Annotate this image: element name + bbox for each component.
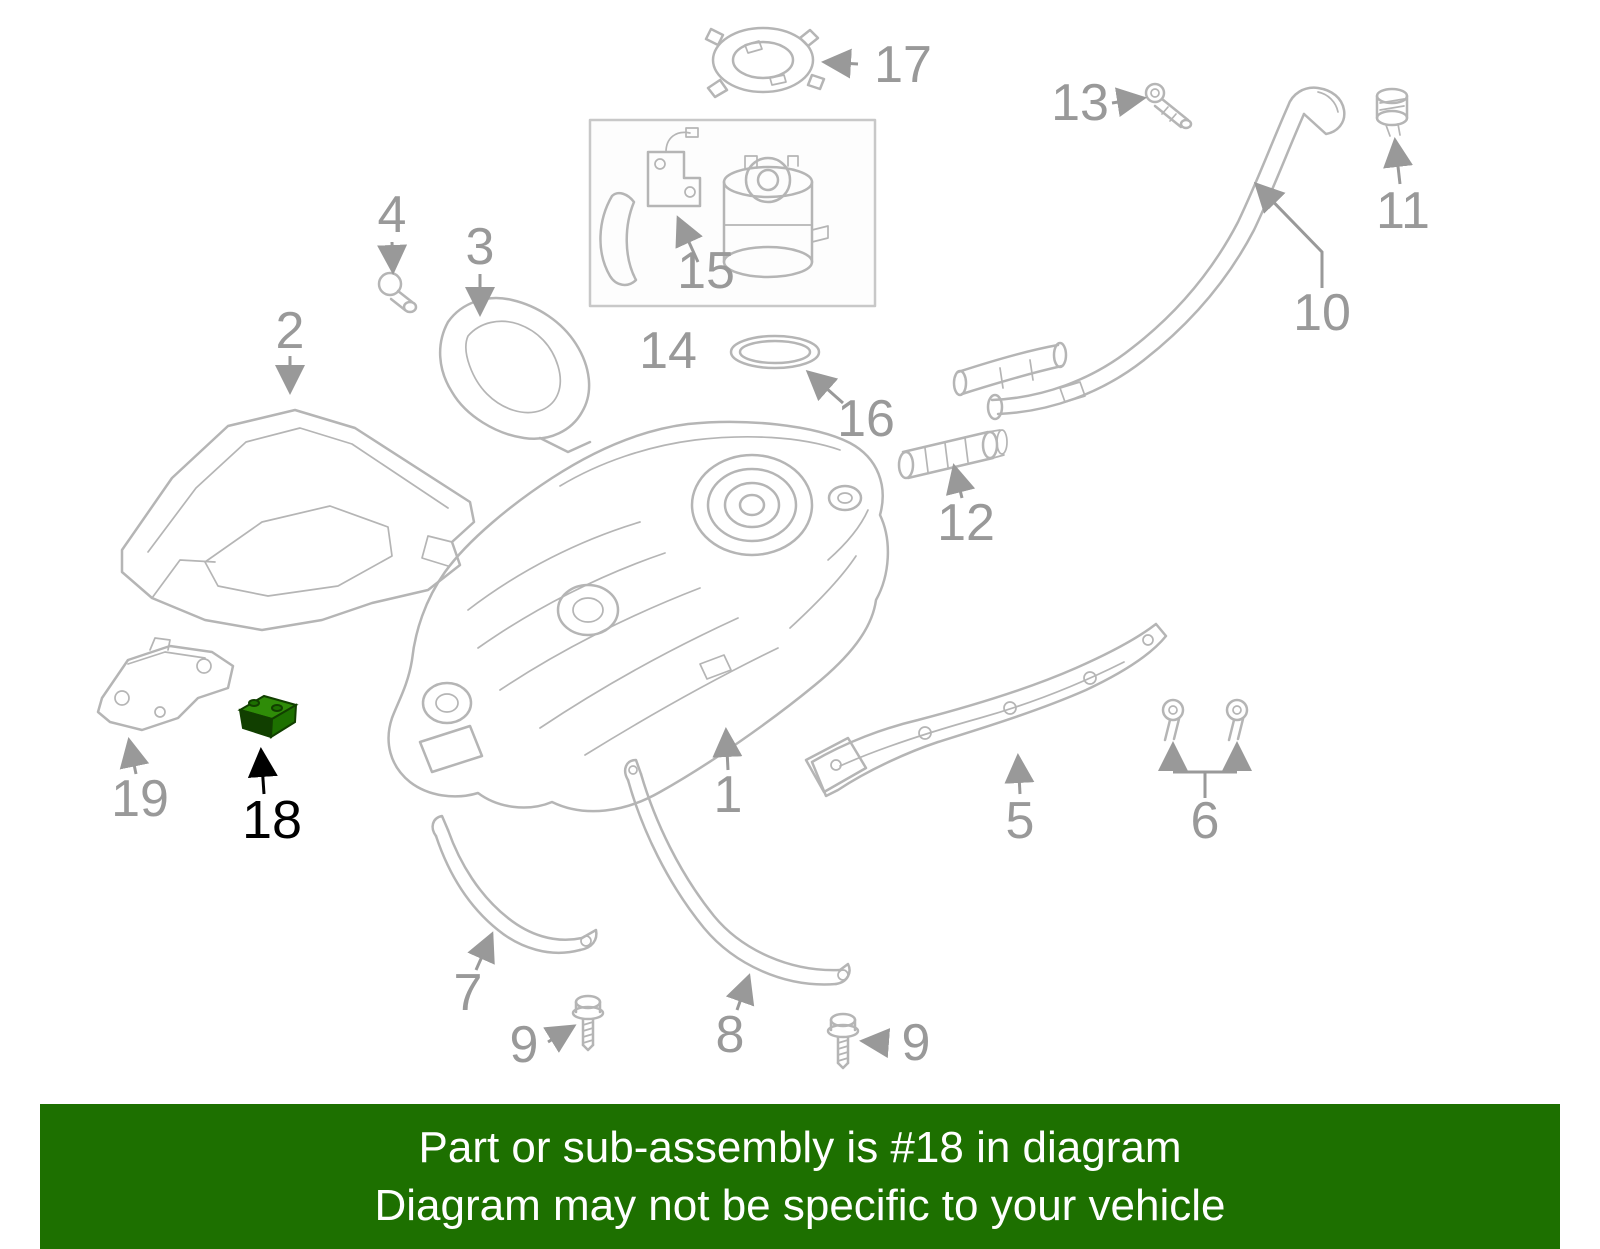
part-label-14: 14 bbox=[639, 322, 697, 380]
banner-line-1: Part or sub-assembly is #18 in diagram bbox=[418, 1123, 1182, 1173]
sensor-13 bbox=[1144, 82, 1193, 130]
bolts-6 bbox=[1161, 698, 1249, 742]
leader-arrows bbox=[119, 48, 1413, 1059]
bolt-9-left bbox=[571, 994, 605, 1052]
tank-strap-8 bbox=[624, 758, 851, 986]
part-label-8: 8 bbox=[716, 1006, 745, 1064]
part-label-7: 7 bbox=[454, 964, 483, 1022]
part-label-3: 3 bbox=[466, 218, 495, 276]
cap-11 bbox=[1375, 87, 1409, 137]
part-label-11: 11 bbox=[1376, 182, 1430, 240]
tank-strap-7 bbox=[431, 814, 598, 954]
fuel-pump-module bbox=[599, 127, 829, 287]
part-label-1: 1 bbox=[714, 766, 743, 824]
part-label-9-right: 9 bbox=[902, 1014, 931, 1072]
part-label-18-highlighted: 18 bbox=[242, 790, 302, 850]
part-label-12: 12 bbox=[937, 494, 995, 552]
part-label-10: 10 bbox=[1293, 284, 1351, 342]
bolt-4 bbox=[377, 271, 418, 314]
part-label-4: 4 bbox=[378, 186, 407, 244]
bolt-9-right bbox=[826, 1012, 860, 1070]
part-label-2: 2 bbox=[276, 302, 305, 360]
filler-hose-12 bbox=[897, 429, 1008, 480]
heat-shield-3 bbox=[438, 296, 592, 454]
part-label-9-left: 9 bbox=[510, 1016, 539, 1074]
pump-module-box bbox=[588, 118, 877, 308]
bracket-19 bbox=[96, 637, 235, 732]
part-label-6: 6 bbox=[1191, 792, 1220, 850]
o-ring-seal-16 bbox=[729, 334, 821, 370]
banner-line-2: Diagram may not be specific to your vehi… bbox=[374, 1180, 1226, 1230]
part-label-17: 17 bbox=[874, 36, 932, 94]
part-label-16: 16 bbox=[837, 390, 895, 448]
highlighted-part-18 bbox=[237, 694, 299, 739]
part-label-15: 15 bbox=[677, 242, 735, 300]
filler-pipe-10 bbox=[952, 86, 1346, 421]
part-label-13: 13 bbox=[1051, 74, 1109, 132]
lock-ring-17 bbox=[704, 26, 826, 99]
part-labels: 1 2 3 4 5 6 7 8 9 9 10 11 12 13 14 15 16… bbox=[111, 36, 1430, 1074]
part-label-19: 19 bbox=[111, 770, 169, 828]
part-label-5: 5 bbox=[1006, 792, 1035, 850]
fuel-tank-1 bbox=[387, 420, 890, 813]
info-banner: Part or sub-assembly is #18 in diagram D… bbox=[40, 1104, 1560, 1249]
support-bracket-5 bbox=[804, 622, 1168, 798]
skid-plate-2 bbox=[120, 408, 476, 632]
